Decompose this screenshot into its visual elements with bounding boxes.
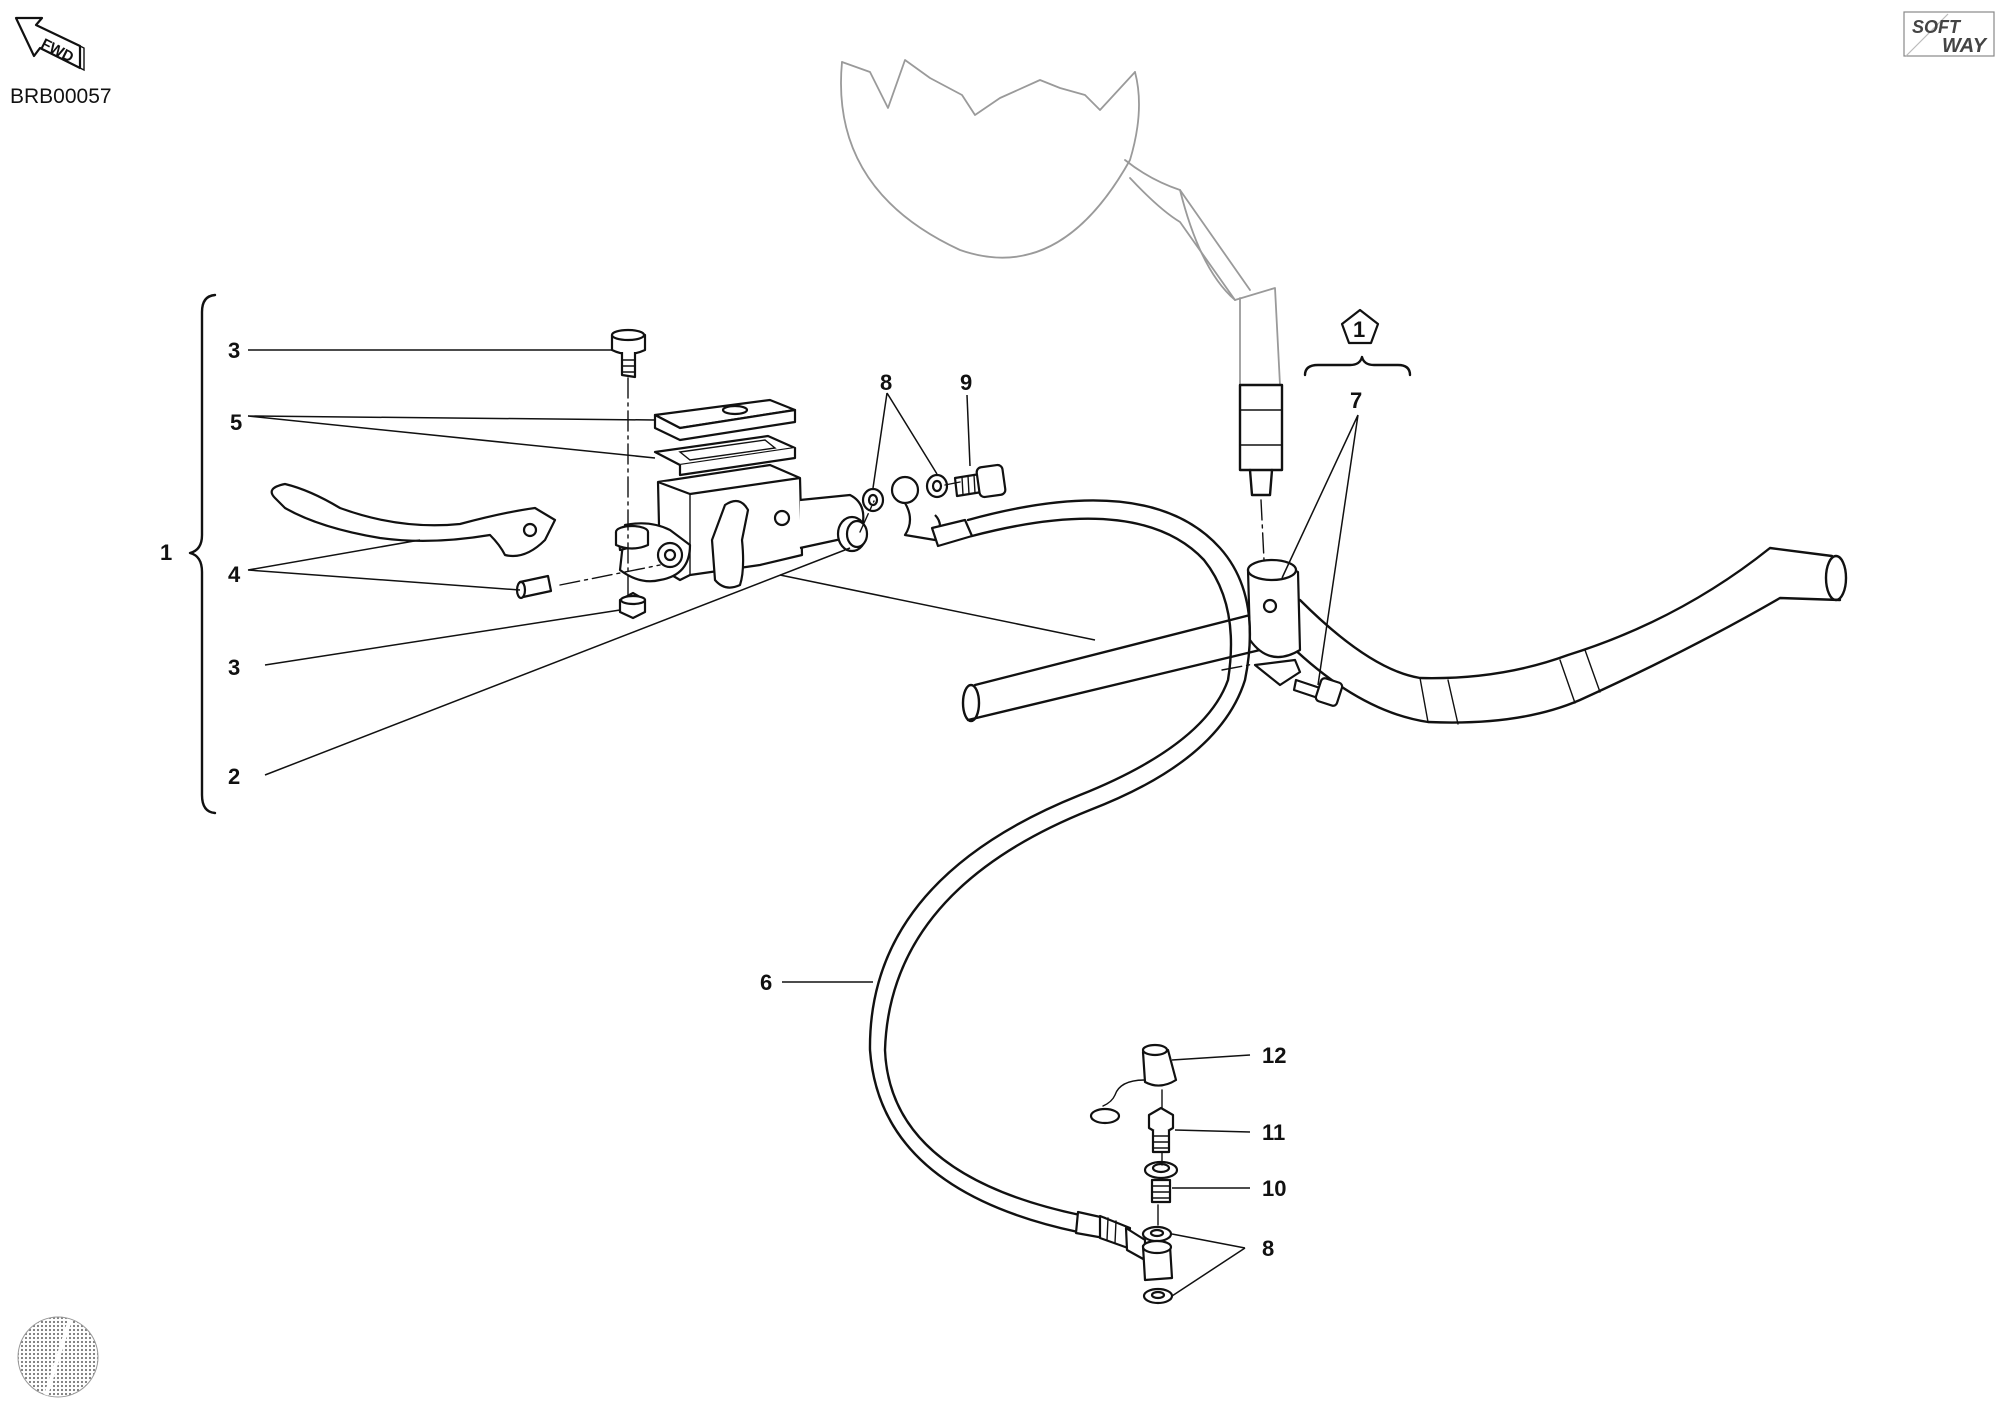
- callout-11: 11: [1262, 1120, 1285, 1145]
- callout-9: 9: [960, 370, 972, 395]
- callout-3-top: 3: [228, 338, 240, 363]
- reservoir-screw: [610, 328, 647, 379]
- leader-lines: [247, 349, 1359, 1297]
- dust-cap: [836, 515, 869, 553]
- reservoir-gasket: [653, 434, 797, 477]
- emblem-icon: [17, 1316, 99, 1398]
- banjo-fitting: [890, 475, 942, 542]
- bleed-washer: [1143, 1160, 1179, 1180]
- clamp-screw: [1292, 677, 1344, 707]
- logo-top-text: SOFT: [1912, 17, 1962, 37]
- brake-hose: [868, 499, 1252, 1262]
- callout-12: 12: [1262, 1043, 1286, 1068]
- handlebar: [961, 546, 1848, 725]
- lower-washer-2: [1142, 1287, 1174, 1305]
- callout-8-bottom: 8: [1262, 1236, 1274, 1261]
- brake-lever: [270, 482, 557, 558]
- handlebar-clamp: [1246, 558, 1302, 687]
- banjo-washer-top-2: [925, 473, 949, 499]
- bleed-cap: [1089, 1043, 1178, 1125]
- callout-4: 4: [228, 562, 241, 587]
- callout-7: 7: [1350, 388, 1362, 413]
- logo-bottom-text: WAY: [1942, 35, 1988, 57]
- master-cylinder: [616, 463, 865, 589]
- banjo-bolt: [953, 463, 1007, 499]
- note-brace: [1303, 355, 1412, 377]
- banjo-washer-top-1: [861, 487, 885, 513]
- lower-washer-1: [1141, 1225, 1173, 1243]
- fwd-arrow-icon: FWD: [14, 16, 85, 72]
- callout-6: 6: [760, 970, 772, 995]
- callout-2: 2: [228, 764, 240, 789]
- mirror-ghost: [840, 59, 1284, 497]
- adapter-nipple: [1150, 1178, 1172, 1204]
- note-symbol-label: 1: [1353, 317, 1365, 342]
- assembly-brace: [188, 293, 217, 815]
- bleed-screw: [1147, 1106, 1175, 1154]
- lower-banjo: [1141, 1239, 1174, 1282]
- drawing-code: BRB00057: [10, 85, 112, 108]
- note-pentagon-icon: 1: [1340, 308, 1380, 345]
- pivot-bushing: [614, 524, 650, 550]
- callout-5: 5: [230, 410, 242, 435]
- callout-3-bottom: 3: [228, 655, 240, 680]
- reservoir-cap: [653, 398, 797, 442]
- lever-pin: [515, 574, 553, 600]
- callout-8-top: 8: [880, 370, 892, 395]
- callout-10: 10: [1262, 1176, 1286, 1201]
- callout-1: 1: [160, 540, 172, 565]
- nut-bottom: [618, 591, 647, 620]
- softway-logo: SOFT WAY: [1903, 11, 1995, 57]
- assembly-axes: [559, 377, 1265, 1229]
